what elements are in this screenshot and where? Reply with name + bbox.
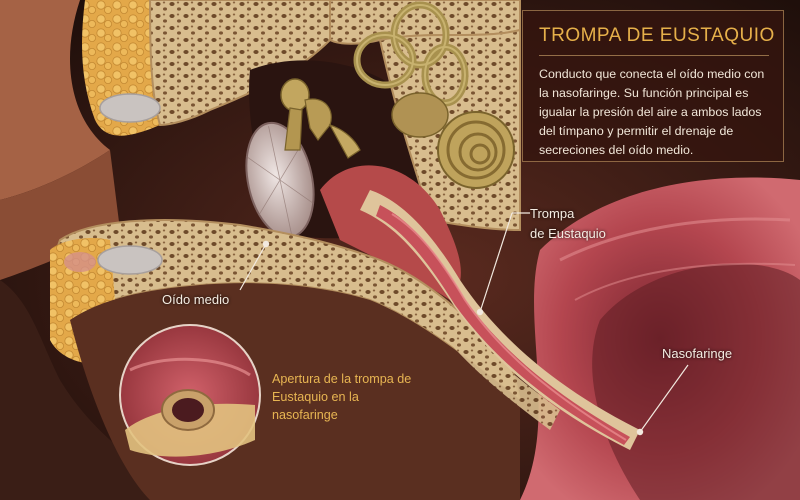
label-nasofaringe: Nasofaringe bbox=[662, 346, 733, 361]
info-box-title: TROMPA DE EUSTAQUIO bbox=[539, 25, 775, 46]
outer-ear-skin bbox=[0, 0, 110, 200]
label-oido-medio: Oído medio bbox=[162, 292, 230, 307]
label-trompa-line2: de Eustaquio bbox=[530, 226, 606, 241]
pointer-lines bbox=[239, 212, 689, 436]
eustachian-tube-lumen bbox=[376, 205, 630, 445]
info-box-description: Conducto que conecta el oído medio con l… bbox=[539, 67, 765, 157]
nasopharynx-cavity bbox=[592, 263, 800, 500]
info-box-divider bbox=[539, 55, 769, 56]
soft-tissue-middle bbox=[320, 165, 461, 300]
tube-opening-inset bbox=[119, 324, 261, 466]
info-box: TROMPA DE EUSTAQUIO Conducto que conecta… bbox=[522, 10, 784, 162]
vestibule bbox=[391, 92, 449, 138]
cochlea bbox=[437, 111, 515, 189]
label-trompa-line1: Trompa bbox=[530, 206, 575, 221]
ossicles bbox=[280, 78, 361, 159]
label-apertura-trompa: Apertura de la trompa de Eustaquio en la… bbox=[272, 372, 412, 422]
